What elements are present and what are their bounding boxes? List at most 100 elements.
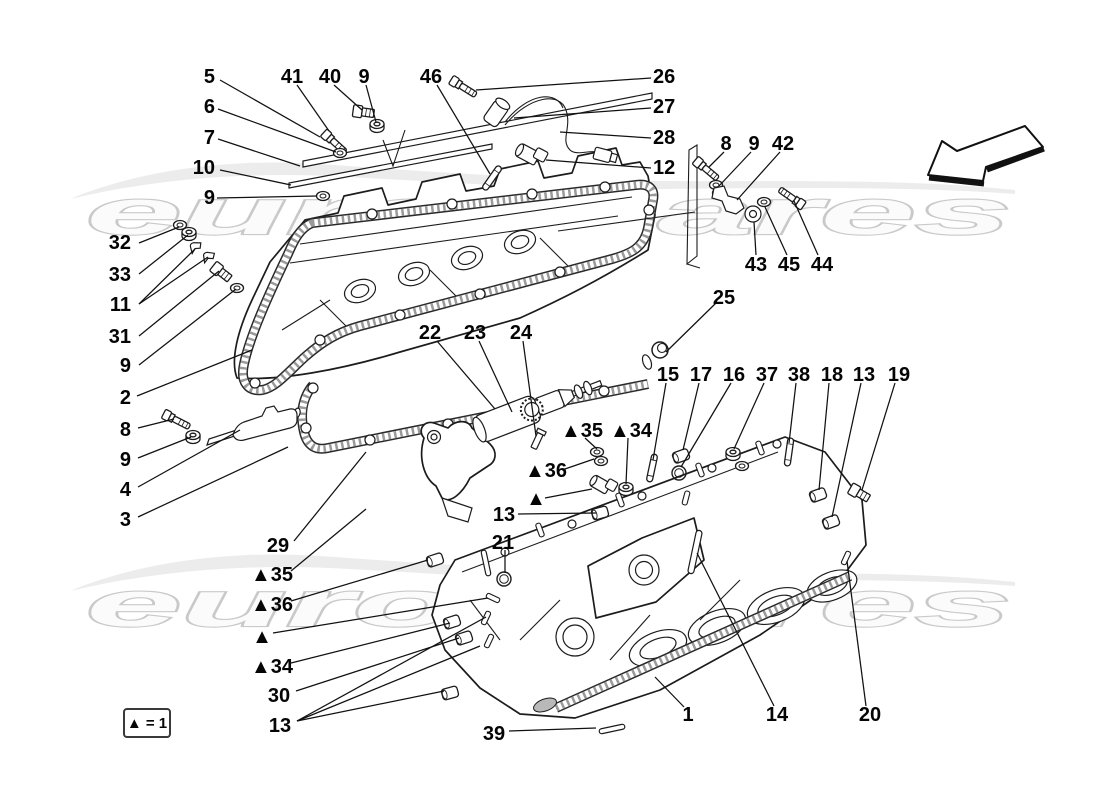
- part-label-17: 17: [690, 364, 712, 386]
- leader-line: [764, 206, 788, 256]
- legend-box: ▲ = 1: [123, 708, 171, 738]
- part-label-30: 30: [268, 685, 290, 707]
- direction-arrow-icon: [927, 125, 1045, 187]
- part-label-11: 11: [110, 294, 131, 316]
- leader-line: [217, 108, 337, 153]
- part-label-31: 31: [109, 326, 131, 348]
- leader-line: [138, 288, 237, 366]
- leader-line: [680, 382, 732, 468]
- leader-line: [846, 560, 867, 707]
- leader-line: [682, 382, 700, 451]
- part-label-40: 40: [319, 66, 341, 88]
- part-label-23: 23: [464, 322, 486, 344]
- leader-line: [475, 77, 652, 91]
- leader-line: [522, 340, 537, 437]
- leader-line: [861, 382, 896, 491]
- part-label-32: 32: [109, 232, 131, 254]
- leader-line: [545, 159, 652, 169]
- part-label-29: 29: [267, 535, 289, 557]
- part-label-6: 6: [204, 96, 215, 118]
- leader-line: [333, 84, 363, 111]
- leader-line: [561, 458, 595, 471]
- leader-line: [365, 84, 377, 123]
- leader-line: [436, 340, 496, 410]
- part-label-12: 12: [653, 157, 675, 179]
- leader-line: [290, 559, 429, 602]
- leader-line: [544, 488, 593, 499]
- part-label-13: 13: [493, 504, 515, 526]
- solenoid-drawing: [472, 341, 669, 450]
- part-label-19: 19: [888, 364, 910, 386]
- leader-line: [138, 256, 209, 305]
- part-label-43: 43: [745, 254, 767, 276]
- gasket-retainer-strips: [288, 92, 653, 189]
- part-label-▲34: ▲34: [610, 420, 653, 442]
- part-label-46: 46: [420, 66, 442, 88]
- leader-line: [478, 340, 513, 413]
- part-label-39: 39: [483, 723, 505, 745]
- part-label-21: 21: [492, 532, 514, 554]
- leader-line: [584, 437, 598, 450]
- part-label-13: 13: [269, 715, 291, 737]
- leader-line: [290, 508, 367, 572]
- part-label-26: 26: [653, 66, 675, 88]
- part-label-15: 15: [657, 364, 679, 386]
- breather-elbow-drawing: [514, 143, 549, 166]
- valve-cover-drawing: [233, 147, 656, 380]
- part-label-13: 13: [853, 364, 875, 386]
- part-label-18: 18: [821, 364, 843, 386]
- part-label-▲34: ▲34: [251, 656, 294, 678]
- part-label-42: 42: [772, 133, 794, 155]
- part-label-8: 8: [120, 419, 131, 441]
- leader-line: [665, 302, 717, 353]
- leader-line: [296, 616, 487, 722]
- part-label-22: 22: [419, 322, 441, 344]
- leader-line: [736, 151, 781, 201]
- leader-line: [733, 382, 765, 450]
- leader-line: [508, 727, 597, 732]
- part-label-44: 44: [811, 254, 834, 276]
- leader-line: [293, 451, 367, 542]
- camshaft-sensor-drawing: [483, 96, 619, 164]
- leader-line: [436, 84, 491, 175]
- leader-line: [696, 552, 775, 707]
- leader-line: [137, 446, 289, 518]
- part-label-25: 25: [713, 287, 735, 309]
- leader-line: [219, 169, 292, 186]
- part-label-3: 3: [120, 509, 131, 531]
- part-label-2: 2: [120, 387, 131, 409]
- part-label-1: 1: [682, 704, 693, 726]
- vent-fitting-drawing: [589, 474, 619, 495]
- part-label-14: 14: [766, 704, 789, 726]
- part-label-20: 20: [859, 704, 881, 726]
- part-label-16: 16: [723, 364, 745, 386]
- part-label-37: 37: [756, 364, 778, 386]
- part-label-9: 9: [204, 187, 215, 209]
- part-label-38: 38: [788, 364, 810, 386]
- leader-line: [559, 131, 652, 139]
- leader-line: [296, 84, 330, 132]
- leader-line: [513, 107, 652, 119]
- part-label-4: 4: [120, 479, 132, 501]
- part-label-24: 24: [510, 322, 533, 344]
- leader-line: [517, 512, 597, 515]
- cylinder-head-drawing: [431, 436, 867, 719]
- part-label-27: 27: [653, 96, 675, 118]
- leader-lines: [136, 77, 896, 732]
- exploded-drawing: [160, 74, 873, 735]
- leader-line: [793, 200, 819, 256]
- leader-line: [625, 437, 629, 485]
- leader-line: [138, 234, 189, 275]
- leader-line: [137, 418, 175, 429]
- part-label-▲36: ▲36: [525, 460, 567, 482]
- part-label-9: 9: [748, 133, 759, 155]
- leader-line: [652, 382, 667, 461]
- leader-line: [296, 690, 445, 722]
- part-label-33: 33: [109, 264, 131, 286]
- part-label-28: 28: [653, 127, 675, 149]
- leader-line: [137, 429, 241, 488]
- part-label-▲: ▲: [526, 488, 546, 510]
- mounting-bracket-drawing: [420, 420, 496, 523]
- part-label-9: 9: [120, 449, 131, 471]
- part-label-9: 9: [358, 66, 369, 88]
